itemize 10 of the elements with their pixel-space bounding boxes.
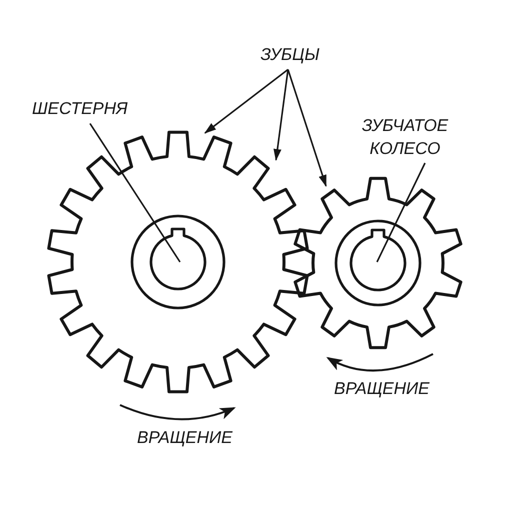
arrow	[273, 69, 289, 161]
callout-label: ЗУБЧАТОЕ КОЛЕСО	[350, 114, 460, 160]
arrow	[204, 68, 288, 134]
callout-label: ЗУБЦЫ	[260, 44, 320, 64]
leader-line	[376, 162, 426, 262]
rotation-label: ВРАЩЕНИЕ	[334, 378, 430, 398]
arrow	[287, 69, 327, 187]
gear-wheel	[44, 128, 312, 396]
rotation-label: ВРАЩЕНИЕ	[137, 426, 232, 448]
callout-label: ШЕСТЕРНЯ	[32, 98, 128, 118]
